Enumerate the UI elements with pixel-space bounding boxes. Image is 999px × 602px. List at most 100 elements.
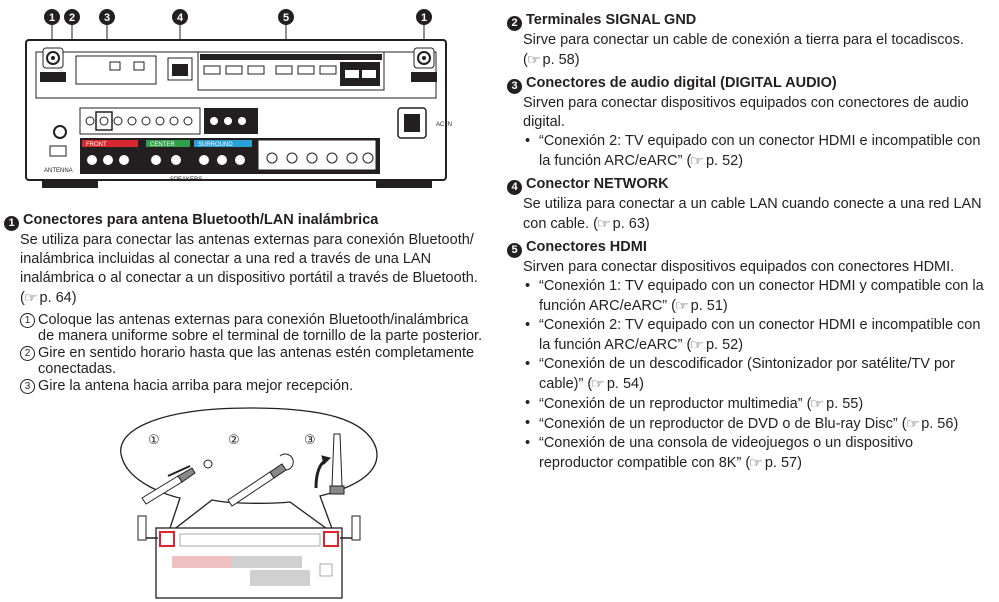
bullet-ref-page: p. 55 xyxy=(826,396,859,412)
step-number: 3 xyxy=(20,379,35,394)
pointing-hand-icon: ☞ xyxy=(596,216,611,231)
pointing-hand-icon: ☞ xyxy=(690,337,705,352)
antenna-label: ANTENNA xyxy=(44,168,73,174)
step1-marker: ① xyxy=(148,433,160,448)
step-text: Gire la antena hacia arriba para mejor r… xyxy=(38,378,354,394)
speaker-label-surround: SURROUND xyxy=(198,142,233,148)
bullet-ref[interactable]: (☞p. 51) xyxy=(671,298,728,314)
section1-title: Conectores para antena Bluetooth/LAN ina… xyxy=(23,212,379,228)
pointing-hand-icon: ☞ xyxy=(591,376,606,391)
rear-panel-figure: 1 2 3 4 5 1 xyxy=(25,9,452,188)
section-signal-gnd: 2 Terminales SIGNAL GND Sirve para conect… xyxy=(507,11,987,70)
step-text: Coloque las antenas externas para conexi… xyxy=(38,312,483,344)
callout-3-label: 3 xyxy=(104,12,110,24)
step3-marker: ③ xyxy=(304,433,316,448)
section2-body-text: Sirve para conectar un cable de conexión… xyxy=(523,32,964,48)
bullet-text: “Conexión 1: TV equipado con un conector… xyxy=(539,278,984,314)
list-item: “Conexión 2: TV equipado con un conector… xyxy=(523,316,987,355)
bullet-text: “Conexión de un descodificador (Sintoniz… xyxy=(539,356,955,392)
bullet-ref-page: p. 56 xyxy=(921,416,954,432)
section5-number: 5 xyxy=(507,243,522,258)
bullet-ref[interactable]: (☞p. 52) xyxy=(686,153,744,169)
section5-bullets: “Conexión 1: TV equipado con un conector… xyxy=(523,277,987,473)
pointing-hand-icon: ☞ xyxy=(810,396,825,411)
section1-body: Se utiliza para conectar las antenas ext… xyxy=(20,231,484,308)
hdmi-block xyxy=(197,51,385,91)
pointing-hand-icon: ☞ xyxy=(690,153,705,168)
antenna-install-figure: ① ② ③ xyxy=(120,407,378,599)
callout-2-label: 2 xyxy=(69,12,75,24)
callout-1-right-label: 1 xyxy=(421,12,427,24)
section4-ref-page: p. 63 xyxy=(612,216,645,232)
section1-body-text: Se utiliza para conectar las antenas ext… xyxy=(20,232,478,286)
section4-title: Conector NETWORK xyxy=(526,176,669,192)
bullet-ref-page: p. 52 xyxy=(705,153,739,169)
callout-5-label: 5 xyxy=(283,12,289,24)
bullet-ref[interactable]: (☞p. 56) xyxy=(901,416,959,432)
section5-title: Conectores HDMI xyxy=(526,239,647,255)
fm-antenna-area: ANTENNA xyxy=(44,125,73,174)
bullet-text: “Conexión de un reproductor multimedia” xyxy=(539,396,803,412)
pointing-hand-icon: ☞ xyxy=(23,290,38,305)
antenna-jack-left xyxy=(40,47,66,82)
section-digital-audio: 3 Conectores de audio digital (DIGITAL AU… xyxy=(507,74,987,171)
analog-audio-jacks xyxy=(79,107,201,135)
callout-4-label: 4 xyxy=(177,12,184,24)
callout-1-right: 1 xyxy=(416,9,432,25)
section2-ref-page: p. 58 xyxy=(542,52,575,68)
bullet-ref-page: p. 57 xyxy=(764,455,798,471)
bullet-ref[interactable]: (☞p. 55) xyxy=(806,396,864,412)
callout-1-left-label: 1 xyxy=(49,12,55,24)
section3-heading: 3 Conectores de audio digital (DIGITAL AU… xyxy=(507,74,987,94)
step-text: Gire en sentido horario hasta que las an… xyxy=(38,345,475,377)
pointing-hand-icon: ☞ xyxy=(674,298,689,313)
section2-ref[interactable]: (☞p. 58) xyxy=(523,52,580,68)
speaker-label-center: CENTER xyxy=(150,142,175,148)
step2-marker: ② xyxy=(228,433,240,448)
section2-heading: 2 Terminales SIGNAL GND xyxy=(507,11,987,31)
list-item: “Conexión 2: TV equipado con un conector… xyxy=(523,132,987,171)
bullet-text: “Conexión de una consola de videojuegos … xyxy=(539,435,914,471)
receiver-rear-small xyxy=(137,515,361,599)
section3-title: Conectores de audio digital (DIGITAL AUD… xyxy=(526,75,837,91)
section1-ref[interactable]: (☞p. 64) xyxy=(20,290,77,306)
step-number: 2 xyxy=(20,346,35,361)
antenna-step2-icon xyxy=(227,453,294,507)
speaker-label-front: FRONT xyxy=(86,142,107,148)
section2-title: Terminales SIGNAL GND xyxy=(526,12,697,28)
digital-audio-block xyxy=(75,55,157,85)
pointing-hand-icon: ☞ xyxy=(749,455,764,470)
section4-ref[interactable]: (☞p. 63) xyxy=(593,216,650,232)
callout-4: 4 xyxy=(172,9,188,25)
callout-2: 2 xyxy=(64,9,80,25)
section1-ref-page: p. 64 xyxy=(39,290,72,306)
section4-body: Se utiliza para conectar a un cable LAN … xyxy=(523,195,987,234)
list-item: “Conexión 1: TV equipado con un conector… xyxy=(523,277,987,316)
section2-body: Sirve para conectar un cable de conexión… xyxy=(523,31,987,70)
bullet-ref-page: p. 54 xyxy=(606,376,640,392)
bullet-ref[interactable]: (☞p. 54) xyxy=(587,376,644,392)
right-column: 2 Terminales SIGNAL GND Sirve para conect… xyxy=(507,11,987,477)
list-item: “Conexión de un reproductor de DVD o de … xyxy=(523,414,987,434)
bullet-text: “Conexión 2: TV equipado con un conector… xyxy=(539,133,981,169)
antenna-step1-icon xyxy=(141,459,213,505)
network-port xyxy=(167,57,193,81)
bullet-ref[interactable]: (☞p. 57) xyxy=(745,455,802,471)
pointing-hand-icon: ☞ xyxy=(905,416,920,431)
pointing-hand-icon: ☞ xyxy=(526,52,541,67)
section3-number: 3 xyxy=(507,79,522,94)
bullet-ref[interactable]: (☞p. 52) xyxy=(686,337,744,353)
section3-body: Sirven para conectar dispositivos equipa… xyxy=(523,95,969,130)
ac-in-label: AC IN xyxy=(436,122,452,128)
section2-number: 2 xyxy=(507,16,522,31)
section3-bullets: “Conexión 2: TV equipado con un conector… xyxy=(523,132,987,171)
list-item: “Conexión de un descodificador (Sintoniz… xyxy=(523,355,987,394)
callout-5: 5 xyxy=(278,9,294,25)
bullet-text: “Conexión de un reproductor de DVD o de … xyxy=(539,416,898,432)
